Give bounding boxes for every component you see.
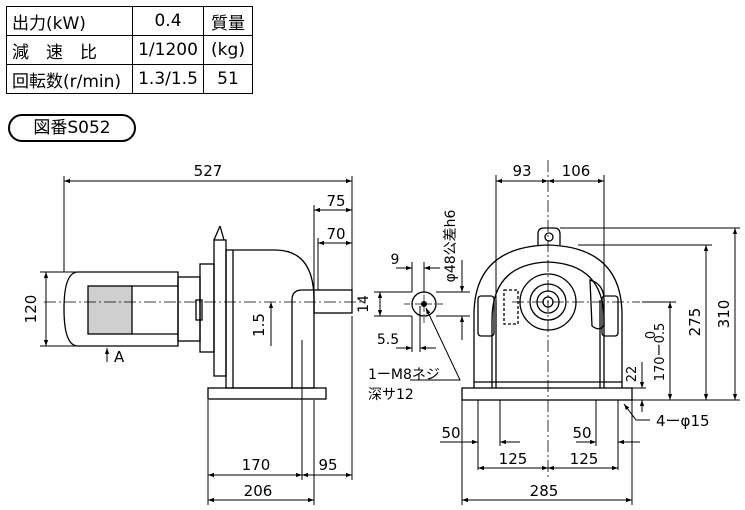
dim-5-5: 5.5 <box>377 332 399 348</box>
mounting-holes-label: 4ーφ15 <box>656 412 710 430</box>
dim-125-right: 125 <box>570 450 599 468</box>
spec-label-ratio: 減 速 比 <box>6 35 133 65</box>
dim-285: 285 <box>530 482 559 500</box>
dim-93: 93 <box>512 162 531 180</box>
arrow-a-label: A <box>114 348 125 366</box>
front-dimensions <box>440 175 740 505</box>
spec-table: 出力(kW) 0.4 質量 減 速 比 1/1200 (kg) 回転数(r/mi… <box>6 6 253 94</box>
dim-50-left: 50 <box>441 424 460 442</box>
dim-125-left: 125 <box>499 450 528 468</box>
spec-mass-unit: (kg) <box>203 35 253 65</box>
front-dimension-labels: 93 106 310 275 0 170ー0.5 22 4ーφ15 50 50 … <box>441 162 733 500</box>
front-view <box>461 160 640 478</box>
dim-206: 206 <box>244 482 273 500</box>
tap-label: 1ーM8ネジ <box>368 367 440 383</box>
side-dimensions <box>40 176 353 505</box>
tap-depth-label: 深サ12 <box>368 387 414 403</box>
spec-row-speed: 回転数(r/min) 1.3/1.5 51 <box>6 64 253 94</box>
lifting-eye <box>537 227 561 245</box>
spec-label-speed: 回転数(r/min) <box>6 64 133 94</box>
drawing-number-badge: 図番S052 <box>8 114 136 142</box>
spec-row-output: 出力(kW) 0.4 質量 <box>6 6 253 36</box>
dim-527: 527 <box>194 162 223 180</box>
shaft-diameter-label: φ48公差h6 <box>443 209 459 282</box>
side-dimension-labels: 527 75 70 120 1.5 A 170 95 206 <box>22 162 346 500</box>
dim-22: 22 <box>625 366 640 383</box>
tolerance-upper: 0 <box>644 331 659 339</box>
spec-value-speed: 1.3/1.5 <box>132 64 204 94</box>
spec-value-output: 0.4 <box>132 6 204 36</box>
motor-body <box>63 225 227 377</box>
shaft-detail <box>374 260 470 381</box>
mounting-base <box>461 387 633 401</box>
dim-1-5: 1.5 <box>250 313 268 337</box>
dim-14: 14 <box>356 295 372 313</box>
spec-label-output: 出力(kW) <box>6 6 133 36</box>
spec-mass-value: 51 <box>203 64 253 94</box>
dim-275: 275 <box>686 308 704 337</box>
side-view <box>44 225 362 400</box>
dim-75: 75 <box>326 192 345 210</box>
dim-70: 70 <box>326 225 345 243</box>
dim-120: 120 <box>22 295 40 324</box>
dim-170-tolerance: 170ー0.5 <box>653 323 668 382</box>
gearbox-housing <box>207 249 353 400</box>
shaft-detail-labels: 9 14 5.5 φ48公差h6 1ーM8ネジ 深サ12 <box>356 209 459 403</box>
dim-310: 310 <box>715 300 733 329</box>
dim-9: 9 <box>391 252 400 268</box>
dim-50-right: 50 <box>572 424 591 442</box>
dim-95: 95 <box>318 456 337 474</box>
spec-row-ratio: 減 速 比 1/1200 (kg) <box>6 35 253 65</box>
dim-170: 170 <box>242 456 271 474</box>
dim-106: 106 <box>562 162 591 180</box>
